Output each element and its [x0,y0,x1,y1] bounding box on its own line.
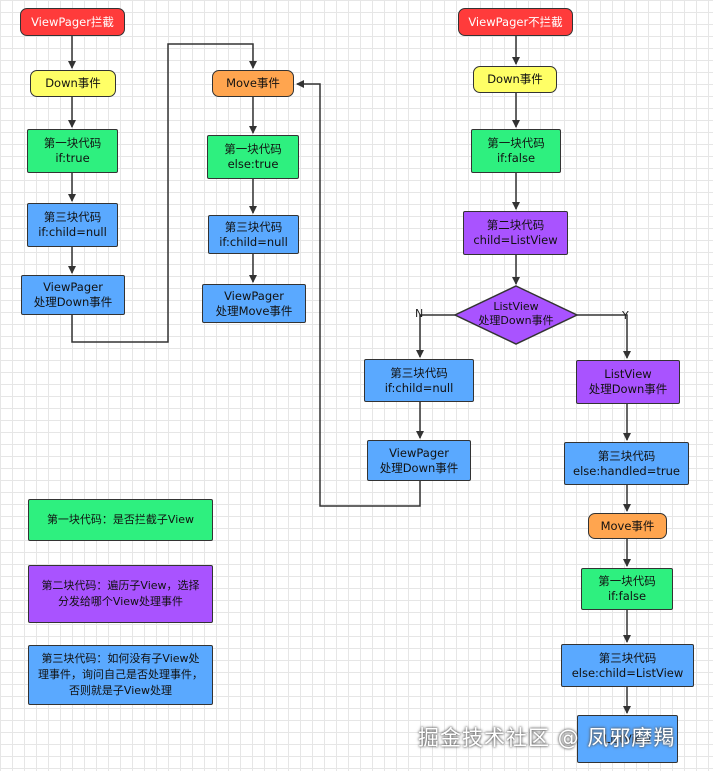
decision-diamond [453,285,579,345]
yes-move-block1-node: 第一块代码 if:false [581,568,673,610]
left-handle-down-node: ViewPager 处理Down事件 [21,275,125,315]
yes-handle-down-node: ListView 处理Down事件 [576,360,680,404]
left-block1-node: 第一块代码 if:true [27,129,118,173]
yes-final-node: ListView [577,715,678,763]
arrow-no-branch [416,314,455,358]
middle-move-event-node: Move事件 [212,70,294,97]
legend-block3: 第三块代码：如何没有子View处理事件，询问自己是否处理事件，否则就是子View… [28,645,213,705]
yes-block3-node: 第三块代码 else:handled=true [564,442,689,485]
legend-block2: 第二块代码：遍历子View，选择分发给哪个View处理事件 [28,565,213,623]
left-title-node: ViewPager拦截 [20,8,125,36]
arrow-left-to-move [71,43,257,343]
right-block1-node: 第一块代码 if:false [471,129,561,173]
arrow-no-to-move [296,80,421,507]
right-down-event-node: Down事件 [473,66,557,93]
decision-label: ListView 处理Down事件 [478,300,554,327]
yes-label: Y [622,309,629,322]
middle-block1-node: 第一块代码 else:true [207,135,299,179]
left-block3-node: 第三块代码 if:child=null [27,203,118,247]
right-title-node: ViewPager不拦截 [458,8,573,36]
right-block2-node: 第二块代码 child=ListView [463,211,568,255]
no-handle-down-node: ViewPager 处理Down事件 [367,440,471,481]
left-down-event-node: Down事件 [30,70,116,97]
yes-move-event-node: Move事件 [588,513,667,539]
no-label: N [415,307,424,320]
arrow-yes-branch [577,314,631,359]
yes-move-block3-node: 第三块代码 else:child=ListView [561,644,694,687]
middle-handle-move-node: ViewPager 处理Move事件 [202,284,306,323]
watermark: 掘金技术社区 @ 凤邪摩羯 [418,726,676,750]
no-block3-node: 第三块代码 if:child=null [364,359,474,402]
middle-block3-node: 第三块代码 if:child=null [208,215,299,254]
legend-block1: 第一块代码：是否拦截子View [28,499,213,541]
